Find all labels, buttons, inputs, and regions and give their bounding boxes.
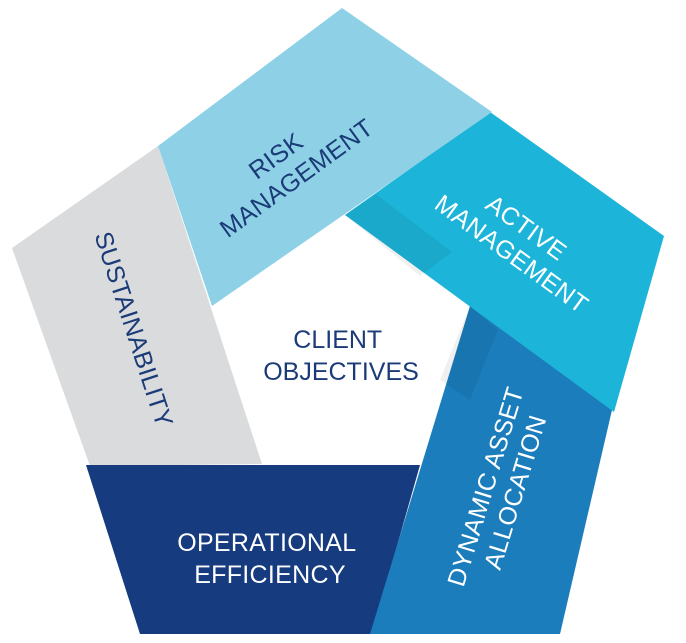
segment-active-management xyxy=(345,112,664,412)
segment-dynamic-asset-allocation xyxy=(370,306,612,634)
segment-operational-efficiency xyxy=(86,465,420,634)
segment-risk-management xyxy=(158,8,492,306)
label-operational-efficiency: OPERATIONAL EFFICIENCY xyxy=(177,529,363,589)
label-client-objectives: CLIENT OBJECTIVES xyxy=(263,326,419,386)
fold-shadow-active xyxy=(345,194,452,276)
segment-sustainability xyxy=(12,146,262,466)
center-area xyxy=(210,212,468,468)
fold-shadow-dynamic xyxy=(440,306,498,400)
